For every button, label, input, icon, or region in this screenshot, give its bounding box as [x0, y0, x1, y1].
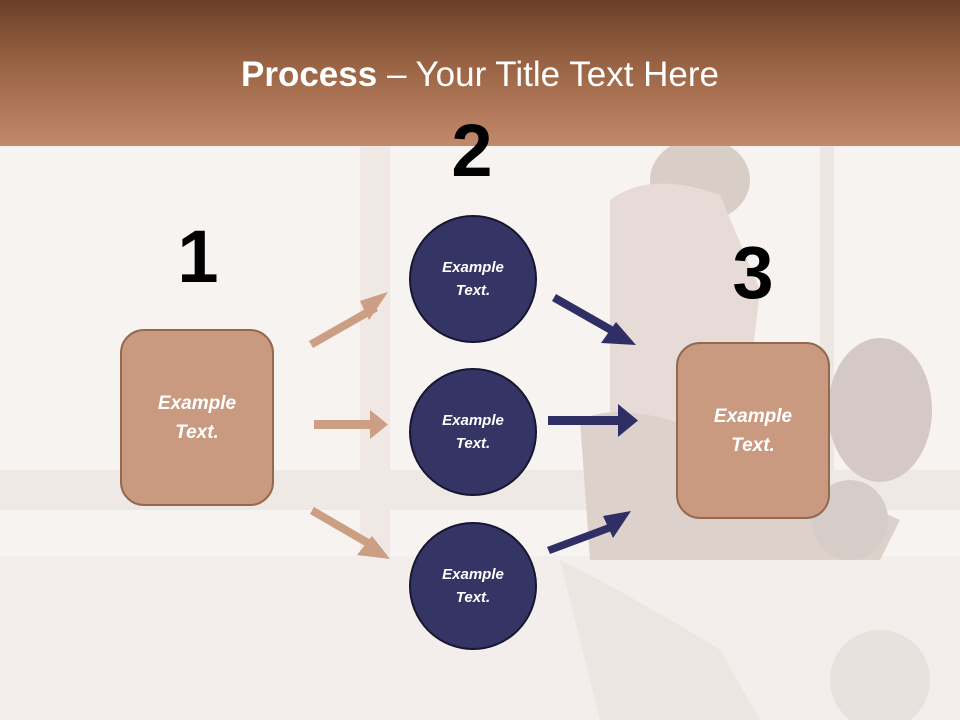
- circle-node-middle[interactable]: Example Text.: [409, 368, 537, 496]
- text-box-left-line2: Text.: [175, 421, 219, 443]
- text-box-right-line1: Example: [713, 405, 793, 427]
- title-rest: – Your Title Text Here: [377, 55, 719, 94]
- circle-node-top-line2: Text.: [455, 282, 491, 299]
- arrow-top-to-right-icon: [552, 294, 636, 345]
- circle-node-bottom-line1: Example: [442, 566, 504, 583]
- circle-node-bottom-label: Example Text.: [423, 563, 523, 609]
- arrow-middle-to-right-icon: [548, 404, 638, 437]
- circle-node-top[interactable]: Example Text.: [409, 215, 537, 343]
- arrow-bottom-to-right-icon: [547, 511, 631, 554]
- text-box-right-label: Example Text.: [693, 402, 813, 460]
- step-number-3: 3: [732, 231, 774, 314]
- circle-node-middle-line1: Example: [442, 412, 504, 429]
- arrow-left-to-top-icon: [309, 292, 388, 348]
- text-box-left[interactable]: Example Text.: [120, 329, 274, 506]
- circle-node-top-label: Example Text.: [423, 256, 523, 302]
- text-box-right[interactable]: Example Text.: [676, 342, 830, 519]
- step-number-2: 2: [451, 109, 493, 192]
- text-box-right-line2: Text.: [731, 434, 775, 456]
- text-box-left-label: Example Text.: [137, 389, 257, 447]
- circle-node-top-line1: Example: [442, 259, 504, 276]
- title-banner: Process – Your Title Text Here: [0, 0, 960, 146]
- slide-title: Process – Your Title Text Here: [0, 54, 960, 96]
- circle-node-bottom-line2: Text.: [455, 589, 491, 606]
- circle-node-middle-label: Example Text.: [423, 409, 523, 455]
- circle-node-middle-line2: Text.: [455, 435, 491, 452]
- circle-node-bottom[interactable]: Example Text.: [409, 522, 537, 650]
- step-number-1: 1: [177, 215, 219, 298]
- arrow-left-to-bottom-icon: [310, 507, 390, 559]
- title-bold: Process: [241, 55, 378, 94]
- text-box-left-line1: Example: [157, 392, 237, 414]
- arrow-left-to-middle-icon: [314, 410, 388, 439]
